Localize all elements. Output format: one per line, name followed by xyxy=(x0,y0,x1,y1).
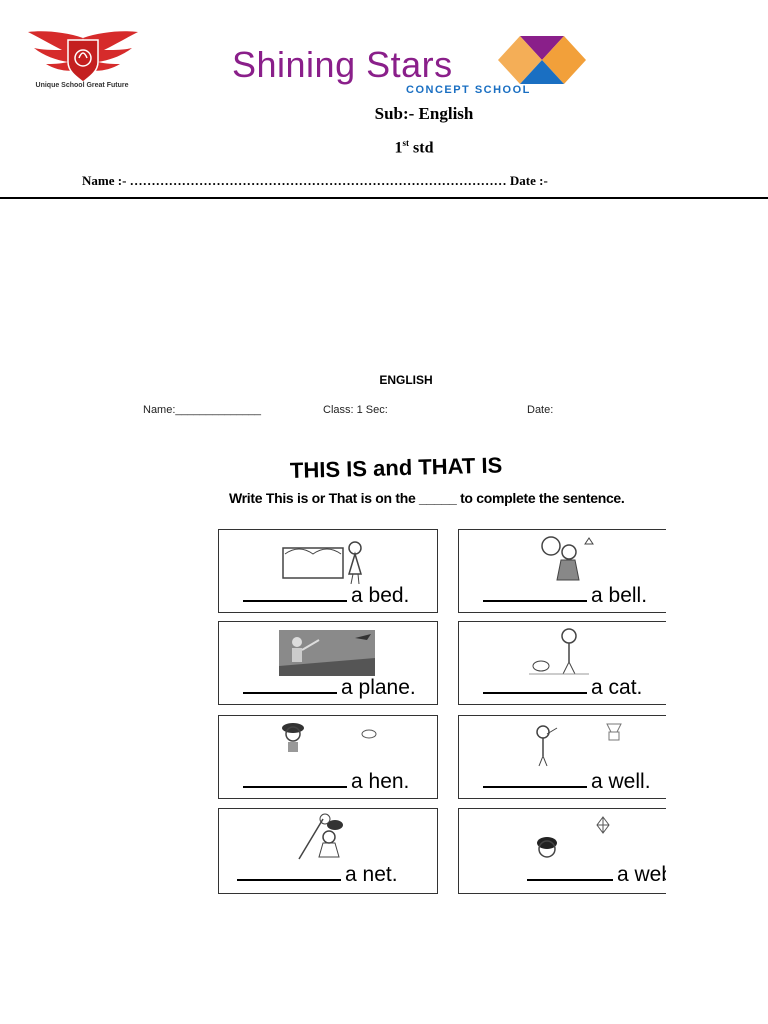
brand-subtitle: CONCEPT SCHOOL xyxy=(406,84,531,96)
sentence: a bell. xyxy=(483,584,647,608)
exercise-card: a web xyxy=(458,808,666,894)
answer-blank xyxy=(243,584,347,602)
answer-blank xyxy=(483,676,587,694)
answer-blank xyxy=(483,770,587,788)
exercise-card: a plane. xyxy=(218,621,438,705)
name-date-line: Name :- …………………………………………………………………………… Da… xyxy=(82,173,548,188)
worksheet-name-label: Name:______________ xyxy=(143,404,262,416)
exercise-card: a net. xyxy=(218,808,438,894)
sentence-text: a bed. xyxy=(351,584,410,607)
sentence: a bed. xyxy=(243,584,409,608)
sentence-text: a net. xyxy=(345,863,398,886)
answer-blank xyxy=(483,584,587,602)
answer-blank xyxy=(243,676,337,694)
answer-blank xyxy=(237,863,341,881)
wings-shield-logo-icon xyxy=(28,31,138,83)
boy-and-cat-picture-icon xyxy=(529,628,589,675)
sentence: a cat. xyxy=(483,676,642,700)
answer-blank xyxy=(243,770,347,788)
sentence: a well. xyxy=(483,770,651,794)
sentence-text: a web xyxy=(617,863,666,886)
star-mark-icon xyxy=(498,36,586,84)
girl-and-bed-picture-icon xyxy=(282,541,363,584)
sentence-text: a cat. xyxy=(591,676,643,699)
girl-and-well-picture-icon xyxy=(536,723,622,767)
exercise-card: a bell. xyxy=(458,529,666,613)
header-divider xyxy=(0,197,768,199)
school-tagline: Unique School Great Future xyxy=(35,82,129,89)
santa-bell-picture-icon xyxy=(541,536,594,581)
worksheet-date-label: Date: xyxy=(527,404,554,416)
exercise-card: a well. xyxy=(458,715,666,799)
worksheet-instruction: Write This is or That is on the _____ to… xyxy=(229,490,625,506)
worksheet-class-label: Class: 1 Sec: xyxy=(323,404,388,416)
child-and-hen-picture-icon xyxy=(282,723,377,752)
exercise-card: a cat. xyxy=(458,621,666,705)
sentence: a web xyxy=(527,863,666,887)
standard-title: 1st std xyxy=(0,138,768,157)
std-word: std xyxy=(409,139,434,157)
worksheet-title: ENGLISH xyxy=(379,373,433,387)
boy-pointing-plane-picture-icon xyxy=(279,630,375,676)
subject-title: Sub:- English xyxy=(374,104,474,123)
exercise-card: a hen. xyxy=(218,715,438,799)
girl-with-net-picture-icon xyxy=(298,813,343,860)
sentence-text: a well. xyxy=(591,770,651,793)
sentence-text: a hen. xyxy=(351,770,410,793)
std-number: 1 xyxy=(394,139,403,157)
school-logo xyxy=(26,28,140,98)
sentence-text: a plane. xyxy=(341,676,416,699)
answer-blank xyxy=(527,863,613,881)
sentence: a plane. xyxy=(243,676,416,700)
sentence: a net. xyxy=(237,863,398,887)
sentence: a hen. xyxy=(243,770,409,794)
sentence-text: a bell. xyxy=(591,584,648,607)
child-and-web-picture-icon xyxy=(537,816,610,858)
exercise-card: a bed. xyxy=(218,529,438,613)
brand-name: Shining Stars xyxy=(232,44,453,85)
std-suffix: st xyxy=(402,138,410,148)
exercise-grid: a bed. a bell. a plane. a xyxy=(218,529,666,894)
